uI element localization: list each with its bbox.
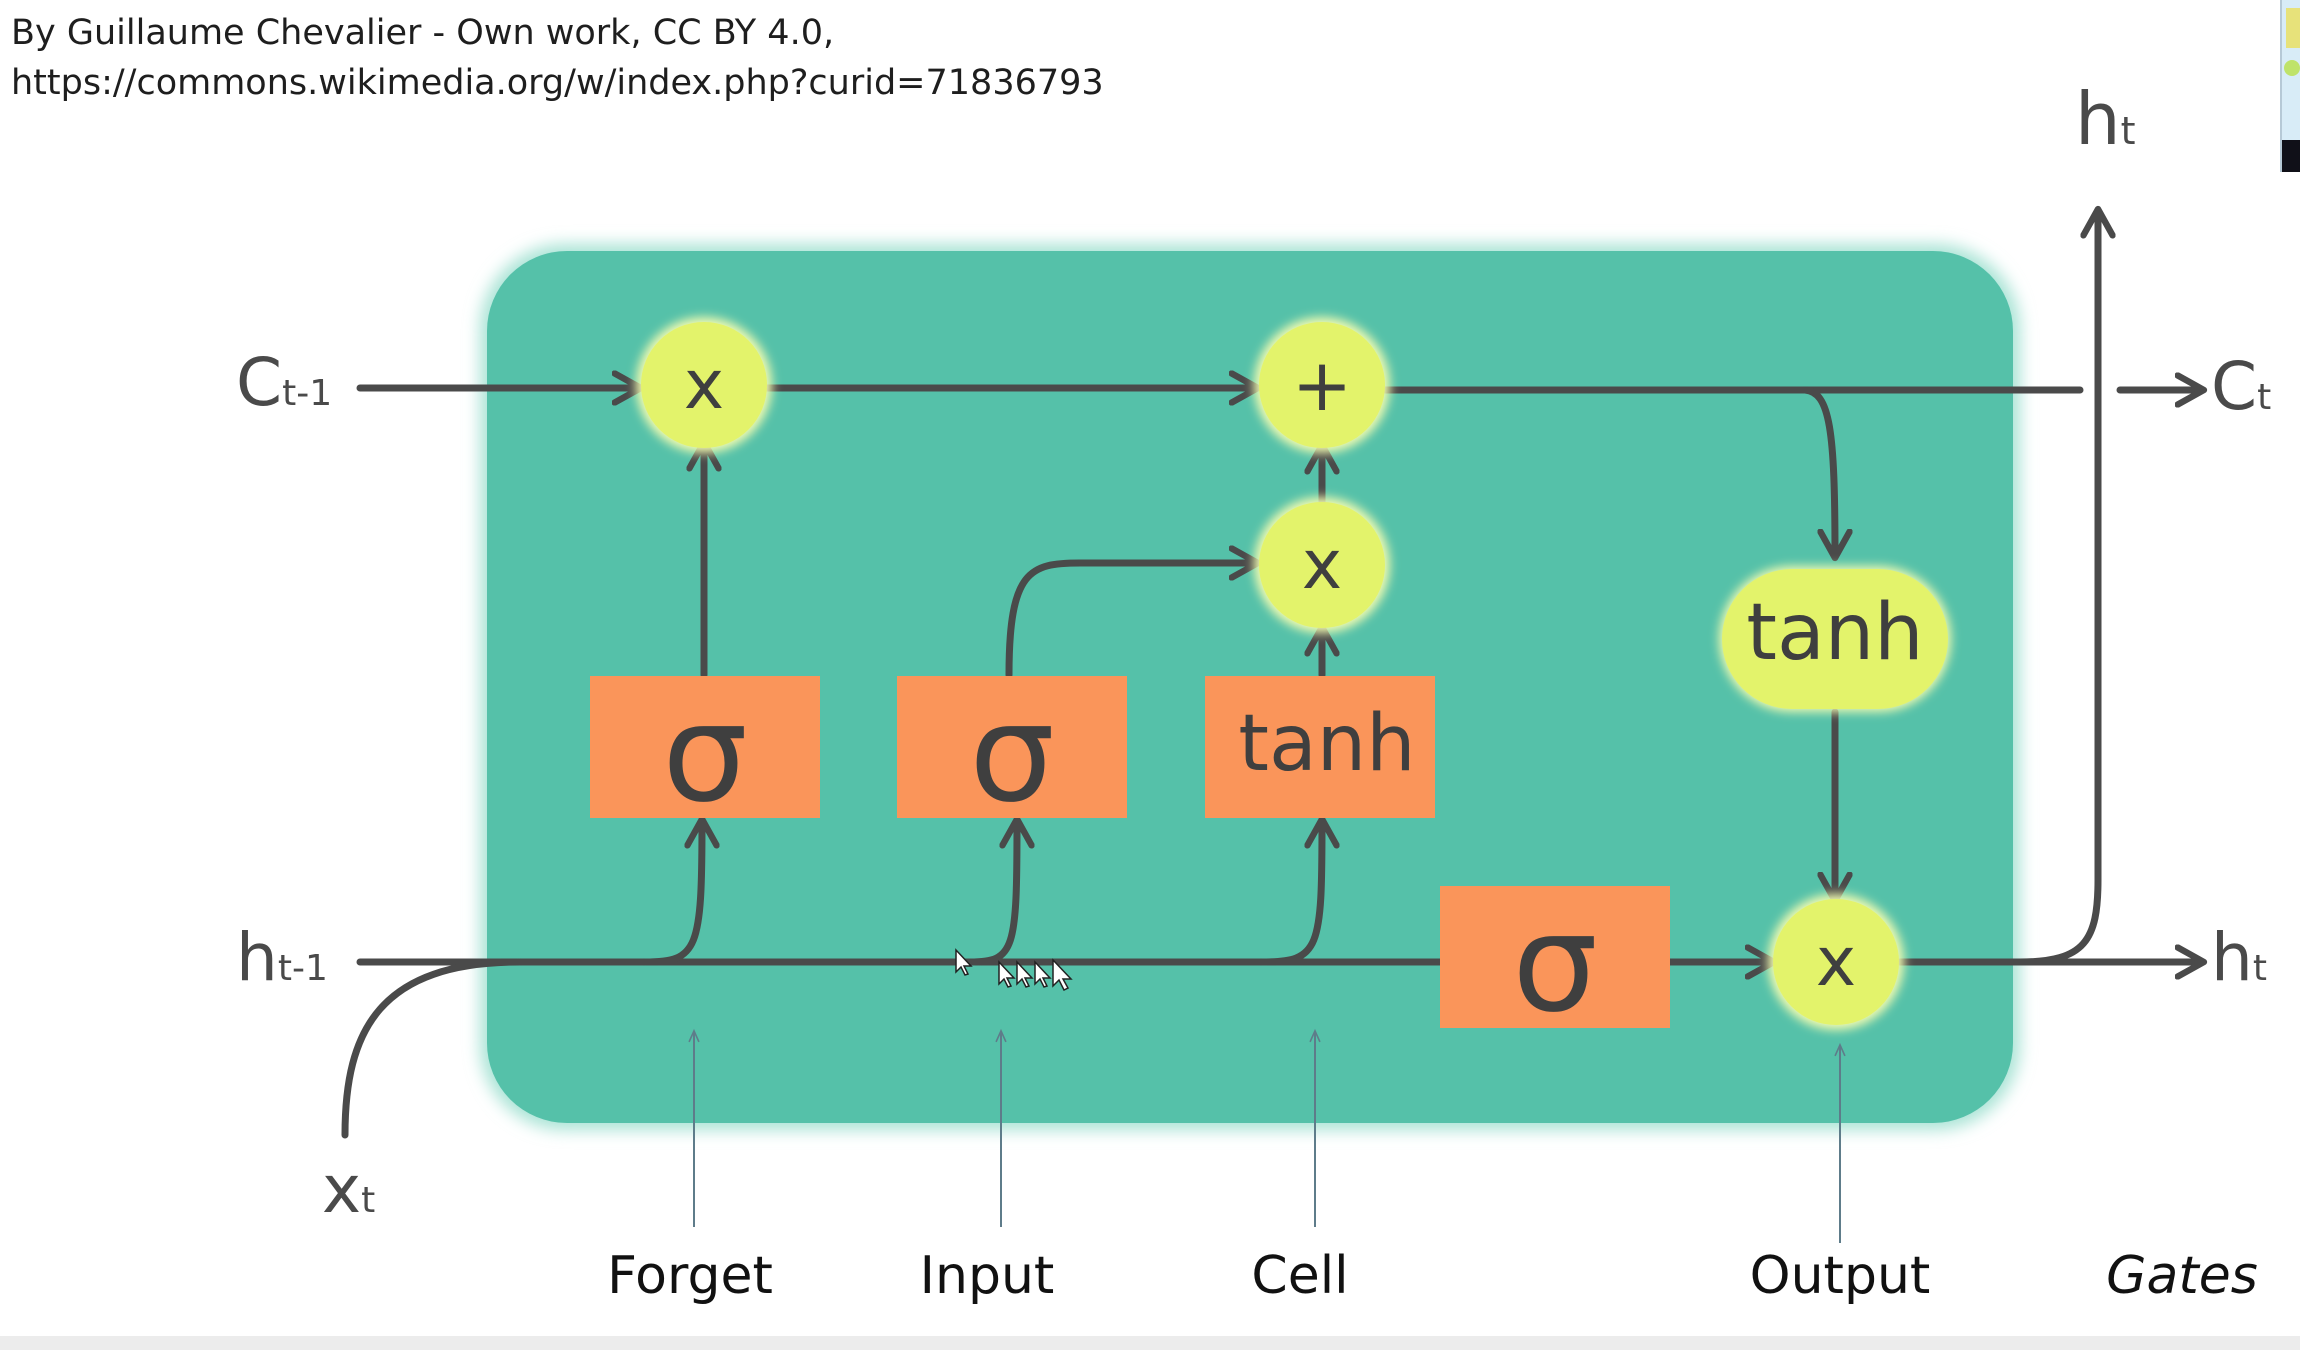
gates-label: Gates <box>2106 1246 2258 1306</box>
output-mult-symbol: x <box>1816 923 1856 1002</box>
connections <box>341 212 2201 1139</box>
input-mult-op: x <box>1254 497 1390 633</box>
input-up <box>966 822 1017 966</box>
input-label: Input <box>920 1246 1055 1306</box>
x-line <box>341 958 524 1139</box>
c-to-tanh <box>1801 386 1835 555</box>
h-t-right-label: ht <box>2211 919 2267 996</box>
output-mult-op: x <box>1768 894 1904 1030</box>
input-sigma: σ <box>969 675 1055 832</box>
forget-mult-op: x <box>636 317 772 453</box>
forget-gate: σ <box>590 675 820 832</box>
add-symbol: + <box>1292 343 1352 427</box>
output-gate: σ <box>1440 885 1670 1042</box>
credit-line-2: https://commons.wikimedia.org/w/index.ph… <box>11 63 1104 103</box>
forget-sigma: σ <box>662 675 748 832</box>
cell-label: Cell <box>1251 1246 1348 1306</box>
image-credit: By Guillaume Chevalier - Own work, CC BY… <box>11 8 1104 108</box>
cell-gate: tanh <box>1205 676 1435 818</box>
input-to-mult <box>1005 563 1255 679</box>
tanh-cell-op: tanh <box>1719 566 1951 712</box>
h-up-line <box>2016 212 2098 966</box>
input-gate: σ <box>897 675 1127 832</box>
forget-label: Forget <box>607 1246 773 1306</box>
c-prev-label: Ct-1 <box>236 344 332 421</box>
output-label: Output <box>1750 1246 1931 1306</box>
bottom-bar <box>0 1336 2300 1350</box>
forget-up <box>641 822 702 966</box>
output-sigma: σ <box>1512 885 1598 1042</box>
input-mult-symbol: x <box>1302 526 1342 605</box>
tanh-cell-label: tanh <box>1746 588 1923 678</box>
gate-pointers <box>688 1028 1846 1243</box>
thumbnail-preview[interactable] <box>2280 0 2300 172</box>
cell-tanh: tanh <box>1238 699 1415 789</box>
credit-line-1: By Guillaume Chevalier - Own work, CC BY… <box>11 13 835 53</box>
h-prev-label: ht-1 <box>236 919 328 996</box>
forget-mult-symbol: x <box>684 346 724 425</box>
x-t-label: xt <box>322 1151 375 1228</box>
c-t-label: Ct <box>2211 348 2271 425</box>
cell-up <box>1258 822 1322 966</box>
h-t-top-label: ht <box>2075 77 2136 161</box>
add-op: + <box>1254 317 1390 453</box>
cursor-icon <box>955 948 1073 992</box>
